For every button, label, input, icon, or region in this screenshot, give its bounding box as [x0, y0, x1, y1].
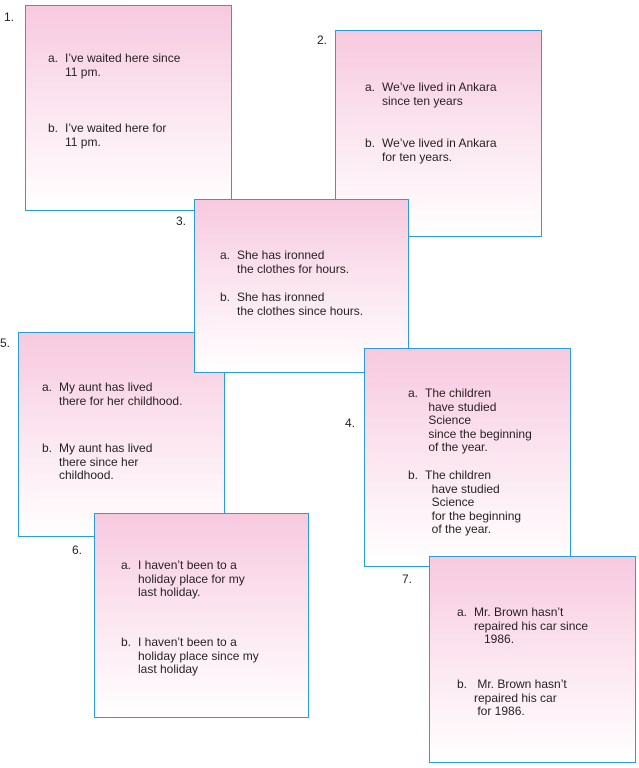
option-b[interactable]: b. Mr. Brown hasn’t repaired his car for…: [457, 677, 567, 719]
option-label: a.: [220, 248, 231, 262]
item-number: 1.: [4, 10, 15, 24]
question-card-3: a. She has ironned the clothes for hours…: [194, 199, 409, 373]
option-b[interactable]: b. My aunt has lived there since her chi…: [42, 441, 153, 483]
option-a[interactable]: a. Mr. Brown hasn’t repaired his car sin…: [457, 605, 589, 647]
option-label: a.: [365, 80, 376, 94]
option-b[interactable]: b. I’ve waited here for 11 pm.: [48, 121, 167, 149]
option-label: b.: [365, 136, 376, 150]
option-text: I haven’t been to a holiday place for my…: [138, 558, 245, 599]
option-text: Mr. Brown hasn’t repaired his car for 19…: [474, 677, 567, 718]
option-text: Mr. Brown hasn’t repaired his car since …: [474, 605, 589, 646]
option-a[interactable]: a. I’ve waited here since 11 pm.: [48, 51, 181, 79]
option-text: I’ve waited here since 11 pm.: [65, 51, 181, 79]
option-text: We’ve lived in Ankara since ten years: [382, 80, 497, 108]
option-label: a.: [457, 605, 468, 619]
option-label: b.: [408, 468, 419, 482]
option-b[interactable]: b. The children have studied Science for…: [408, 468, 522, 537]
option-label: a.: [408, 386, 419, 400]
option-label: b.: [220, 290, 231, 304]
option-label: a.: [121, 558, 132, 572]
option-b[interactable]: b. I haven’t been to a holiday place sin…: [121, 635, 259, 677]
option-a[interactable]: a. My aunt has lived there for her child…: [42, 380, 183, 408]
option-label: b.: [42, 441, 53, 455]
option-a[interactable]: a. We’ve lived in Ankara since ten years: [365, 80, 497, 108]
item-number: 6.: [72, 543, 83, 557]
option-label: b.: [457, 677, 468, 691]
question-card-7: a. Mr. Brown hasn’t repaired his car sin…: [429, 556, 636, 763]
item-number: 3.: [176, 214, 187, 228]
option-text: The children have studied Science since …: [425, 386, 532, 454]
option-a[interactable]: a. The children have studied Science sin…: [408, 386, 532, 455]
option-b[interactable]: b. She has ironned the clothes since hou…: [220, 290, 364, 318]
item-number: 5.: [0, 336, 11, 350]
item-number: 2.: [317, 33, 328, 47]
option-text: My aunt has lived there for her childhoo…: [59, 380, 183, 408]
option-a[interactable]: a. I haven’t been to a holiday place for…: [121, 558, 245, 600]
option-label: a.: [48, 51, 59, 65]
option-text: I haven’t been to a holiday place since …: [138, 635, 259, 676]
option-text: She has ironned the clothes for hours.: [237, 248, 350, 276]
question-card-5: a. My aunt has lived there for her child…: [18, 332, 225, 537]
question-card-1: a. I’ve waited here since 11 pm. b. I’ve…: [25, 5, 232, 211]
option-b[interactable]: b. We’ve lived in Ankara for ten years.: [365, 136, 497, 164]
question-card-6: a. I haven’t been to a holiday place for…: [94, 513, 309, 718]
option-text: The children have studied Science for th…: [425, 468, 522, 536]
item-number: 4.: [345, 416, 356, 430]
option-text: My aunt has lived there since her childh…: [59, 441, 153, 482]
question-card-4: a. The children have studied Science sin…: [364, 348, 571, 567]
option-label: a.: [42, 380, 53, 394]
option-label: b.: [121, 635, 132, 649]
item-number: 7.: [402, 572, 413, 586]
option-text: We’ve lived in Ankara for ten years.: [382, 136, 497, 164]
option-label: b.: [48, 121, 59, 135]
option-text: I’ve waited here for 11 pm.: [65, 121, 167, 149]
option-text: She has ironned the clothes since hours.: [237, 290, 364, 318]
option-a[interactable]: a. She has ironned the clothes for hours…: [220, 248, 350, 276]
